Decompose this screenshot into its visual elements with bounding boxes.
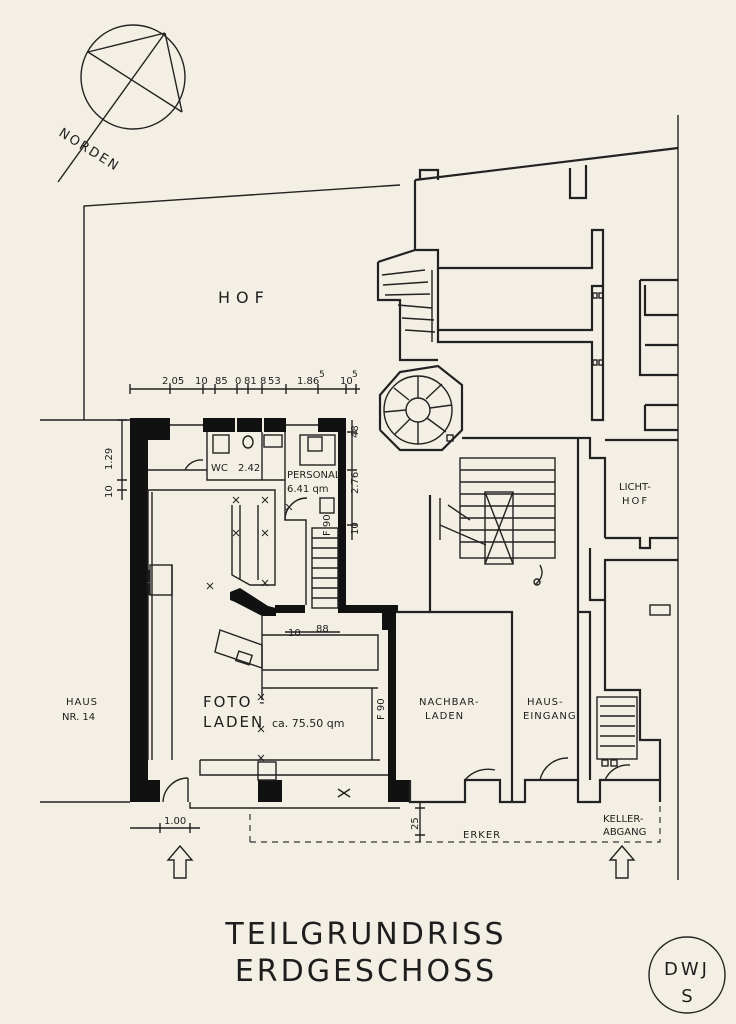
- haus14-line2: NR. 14: [62, 712, 95, 723]
- erker-label: ERKER: [463, 830, 501, 841]
- stamp: DWJ S: [648, 936, 726, 1014]
- stamp-line2: S: [681, 986, 692, 1007]
- dim-left-129: 1.29: [104, 448, 115, 470]
- dim-top-7: 1.86: [297, 376, 319, 387]
- lichthof-line2: HOF: [622, 496, 649, 507]
- dim-top-5: 8: [260, 376, 266, 387]
- dim-10b: 10: [350, 522, 361, 535]
- shop-walls: [130, 418, 410, 802]
- lichthof-area: [588, 438, 678, 780]
- stamp-line1: DWJ: [664, 959, 710, 980]
- foto-area: ca. 75.50 qm: [272, 717, 344, 730]
- dim-25: 25: [410, 817, 421, 830]
- shop-interior: [147, 424, 400, 809]
- stairwell: [428, 436, 607, 780]
- upper-stair: [376, 248, 464, 452]
- north-label: NORDEN: [56, 126, 122, 175]
- keller-arrow-icon: [608, 844, 636, 879]
- dim-top-9: 10: [340, 376, 353, 387]
- lichthof-line1: LICHT-: [619, 482, 651, 493]
- upper-building: [413, 165, 678, 432]
- haus-eingang-line1: HAUS-: [527, 697, 564, 708]
- wc-dimension: 2.42: [238, 463, 260, 474]
- foto-label-line1: FOTO -: [203, 693, 267, 711]
- dim-100: 1.00: [164, 816, 186, 827]
- dim-top-2: 85: [215, 376, 228, 387]
- hof-label: HOF: [218, 288, 270, 307]
- dim-top-3: 0: [235, 376, 241, 387]
- foto-label-line2: LADEN: [203, 713, 264, 731]
- personal-area: 6.41 qm: [287, 484, 329, 495]
- dim-top-10: 5: [352, 370, 358, 380]
- door-f90-a: F 90: [322, 514, 333, 536]
- title-line1: TEILGRUNDRISS: [224, 917, 506, 952]
- nachbar-label-line2: LADEN: [425, 711, 464, 722]
- dim-10c: 10: [288, 628, 301, 639]
- light-markers: [206, 496, 293, 762]
- entrance-arrow-icon: [166, 844, 194, 879]
- dimension-lines: [117, 384, 425, 842]
- title-line2: ERDGESCHOSS: [235, 954, 497, 989]
- dim-48: 48: [350, 425, 361, 438]
- keller-line2: ABGANG: [603, 827, 646, 838]
- dim-left-10: 10: [104, 485, 115, 498]
- dim-276: 2.76: [350, 472, 361, 494]
- site-boundary: [40, 115, 679, 880]
- neighbour-walls: [396, 610, 662, 804]
- nachbar-label-line1: NACHBAR-: [419, 697, 480, 708]
- dim-top-1: 10: [195, 376, 208, 387]
- personal-label: PERSONAL: [287, 470, 341, 481]
- dim-top-6: 53: [268, 376, 281, 387]
- door-f90-b: F 90: [376, 698, 387, 720]
- dim-top-4: 81: [244, 376, 257, 387]
- wc-label: WC: [211, 463, 228, 474]
- dim-top-0: 2.05: [162, 376, 184, 387]
- dim-top-8: 5: [319, 370, 325, 380]
- north-arrow: NORDEN: [56, 24, 186, 183]
- haus-eingang-line2: EINGANG: [523, 711, 577, 722]
- dim-88: 88: [316, 624, 329, 635]
- erker-line: [249, 805, 661, 843]
- haus14-line1: HAUS: [66, 697, 98, 708]
- keller-line1: KELLER-: [603, 814, 644, 825]
